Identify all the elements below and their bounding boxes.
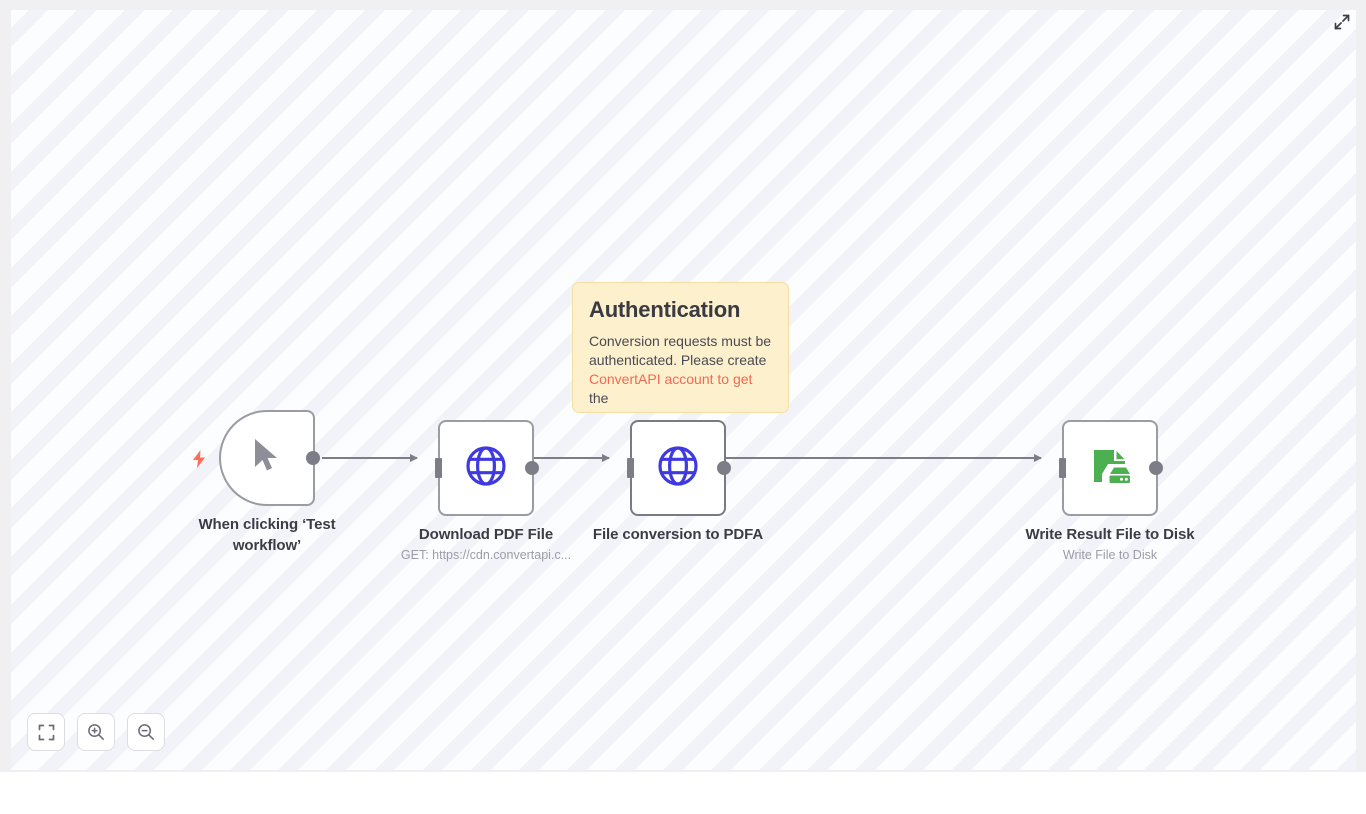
fit-screen-icon — [38, 724, 55, 741]
lightning-bolt-icon — [191, 450, 207, 468]
node-label: Download PDF File — [418, 526, 554, 543]
node-file-conversion-to-pdfa[interactable]: File conversion to PDFA — [593, 420, 763, 543]
node-download-pdf-file[interactable]: Download PDF File GET: https://cdn.conve… — [401, 420, 571, 562]
sticky-note-authentication[interactable]: Authentication Conversion requests must … — [572, 282, 789, 413]
node-label: File conversion to PDFA — [592, 526, 764, 543]
cursor-pointer-icon — [252, 437, 282, 480]
expand-arrows-icon — [1334, 14, 1350, 30]
file-to-disk-icon — [1088, 444, 1132, 493]
expand-canvas-button[interactable] — [1328, 8, 1356, 36]
workflow-canvas[interactable]: Authentication Conversion requests must … — [11, 10, 1356, 770]
node-subtitle: GET: https://cdn.convertapi.c... — [400, 548, 572, 562]
node-write-result-file-to-disk[interactable]: Write Result File to Disk Write File to … — [1026, 420, 1195, 562]
fit-to-view-button[interactable] — [27, 713, 65, 751]
node-label: Write Result File to Disk — [1025, 526, 1195, 543]
node-box-trigger[interactable] — [219, 410, 320, 506]
zoom-in-icon — [87, 723, 105, 741]
node-box-file-conversion[interactable] — [627, 420, 731, 516]
zoom-in-button[interactable] — [77, 713, 115, 751]
node-output-port[interactable] — [717, 461, 731, 475]
sticky-note-trailing-text: the — [589, 390, 609, 407]
globe-icon — [657, 445, 699, 492]
convertapi-account-link[interactable]: ConvertAPI account to get — [589, 371, 753, 388]
sticky-note-text: Conversion requests must be authenticate… — [589, 333, 772, 369]
node-output-port[interactable] — [306, 451, 320, 465]
sticky-note-body: Conversion requests must be authenticate… — [589, 332, 772, 408]
node-subtitle: Write File to Disk — [1062, 548, 1158, 562]
node-input-port[interactable] — [1059, 458, 1066, 478]
sticky-note-title: Authentication — [589, 297, 741, 322]
node-output-port[interactable] — [525, 461, 539, 475]
node-output-port[interactable] — [1149, 461, 1163, 475]
zoom-out-icon — [137, 723, 155, 741]
canvas-zoom-toolbar — [27, 713, 165, 751]
node-box-write-result[interactable] — [1059, 420, 1163, 516]
node-input-port[interactable] — [627, 458, 634, 478]
node-label: When clicking ‘Test workflow’ — [198, 516, 336, 554]
zoom-out-button[interactable] — [127, 713, 165, 751]
globe-icon — [465, 445, 507, 492]
node-box-download-pdf[interactable] — [435, 420, 539, 516]
node-when-clicking-test-workflow[interactable]: When clicking ‘Test workflow’ — [193, 410, 336, 554]
node-input-port[interactable] — [435, 458, 442, 478]
